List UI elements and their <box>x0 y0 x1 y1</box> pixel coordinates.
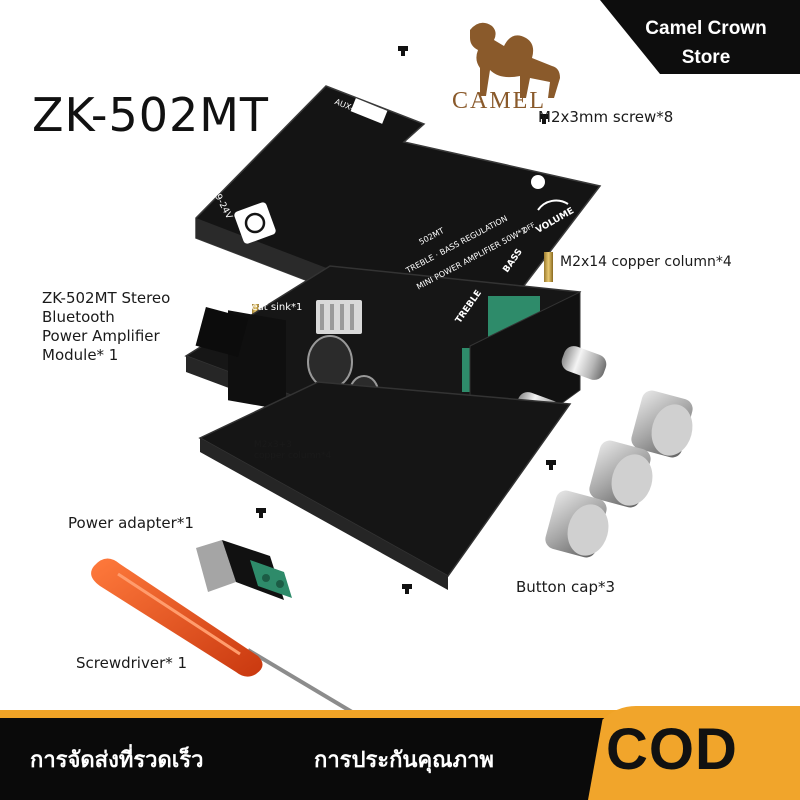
bottom-plate <box>198 381 572 590</box>
store-name-line1: Camel Crown <box>645 18 767 39</box>
screw-icon <box>256 460 556 594</box>
heat-sink-label: Heat sink*1 <box>244 302 303 313</box>
quality-warranty-text: การประกันคุณภาพ <box>314 748 494 773</box>
footer-accent-stripe <box>0 710 800 718</box>
screwdriver-icon <box>91 558 354 714</box>
fast-delivery-text: การจัดส่งที่รวดเร็ว <box>30 748 204 773</box>
store-name-line2: Store <box>681 47 731 68</box>
small-copper-column-label: M2x3+3 copper column*4 <box>254 440 332 461</box>
copper-column-label: M2x14 copper column*4 <box>560 254 732 270</box>
screwdriver-label: Screwdriver* 1 <box>76 654 188 672</box>
power-adapter-icon <box>196 540 292 600</box>
module-label: ZK-502MT Stereo Bluetooth Power Amplifie… <box>42 289 171 364</box>
button-cap-icon <box>545 390 693 558</box>
amplifier-module <box>184 265 607 478</box>
product-title: ZK-502MT <box>32 88 270 142</box>
brand-wordmark: CAMEL <box>452 88 546 114</box>
camel-logo <box>470 22 560 98</box>
screw-label: M2x3mm screw*8 <box>538 108 674 126</box>
cod-label: COD <box>606 717 738 782</box>
power-adapter-label: Power adapter*1 <box>68 514 194 532</box>
store-name: Camel Crown Store <box>616 14 796 72</box>
button-cap-label: Button cap*3 <box>516 578 616 596</box>
cod-badge <box>588 706 800 800</box>
